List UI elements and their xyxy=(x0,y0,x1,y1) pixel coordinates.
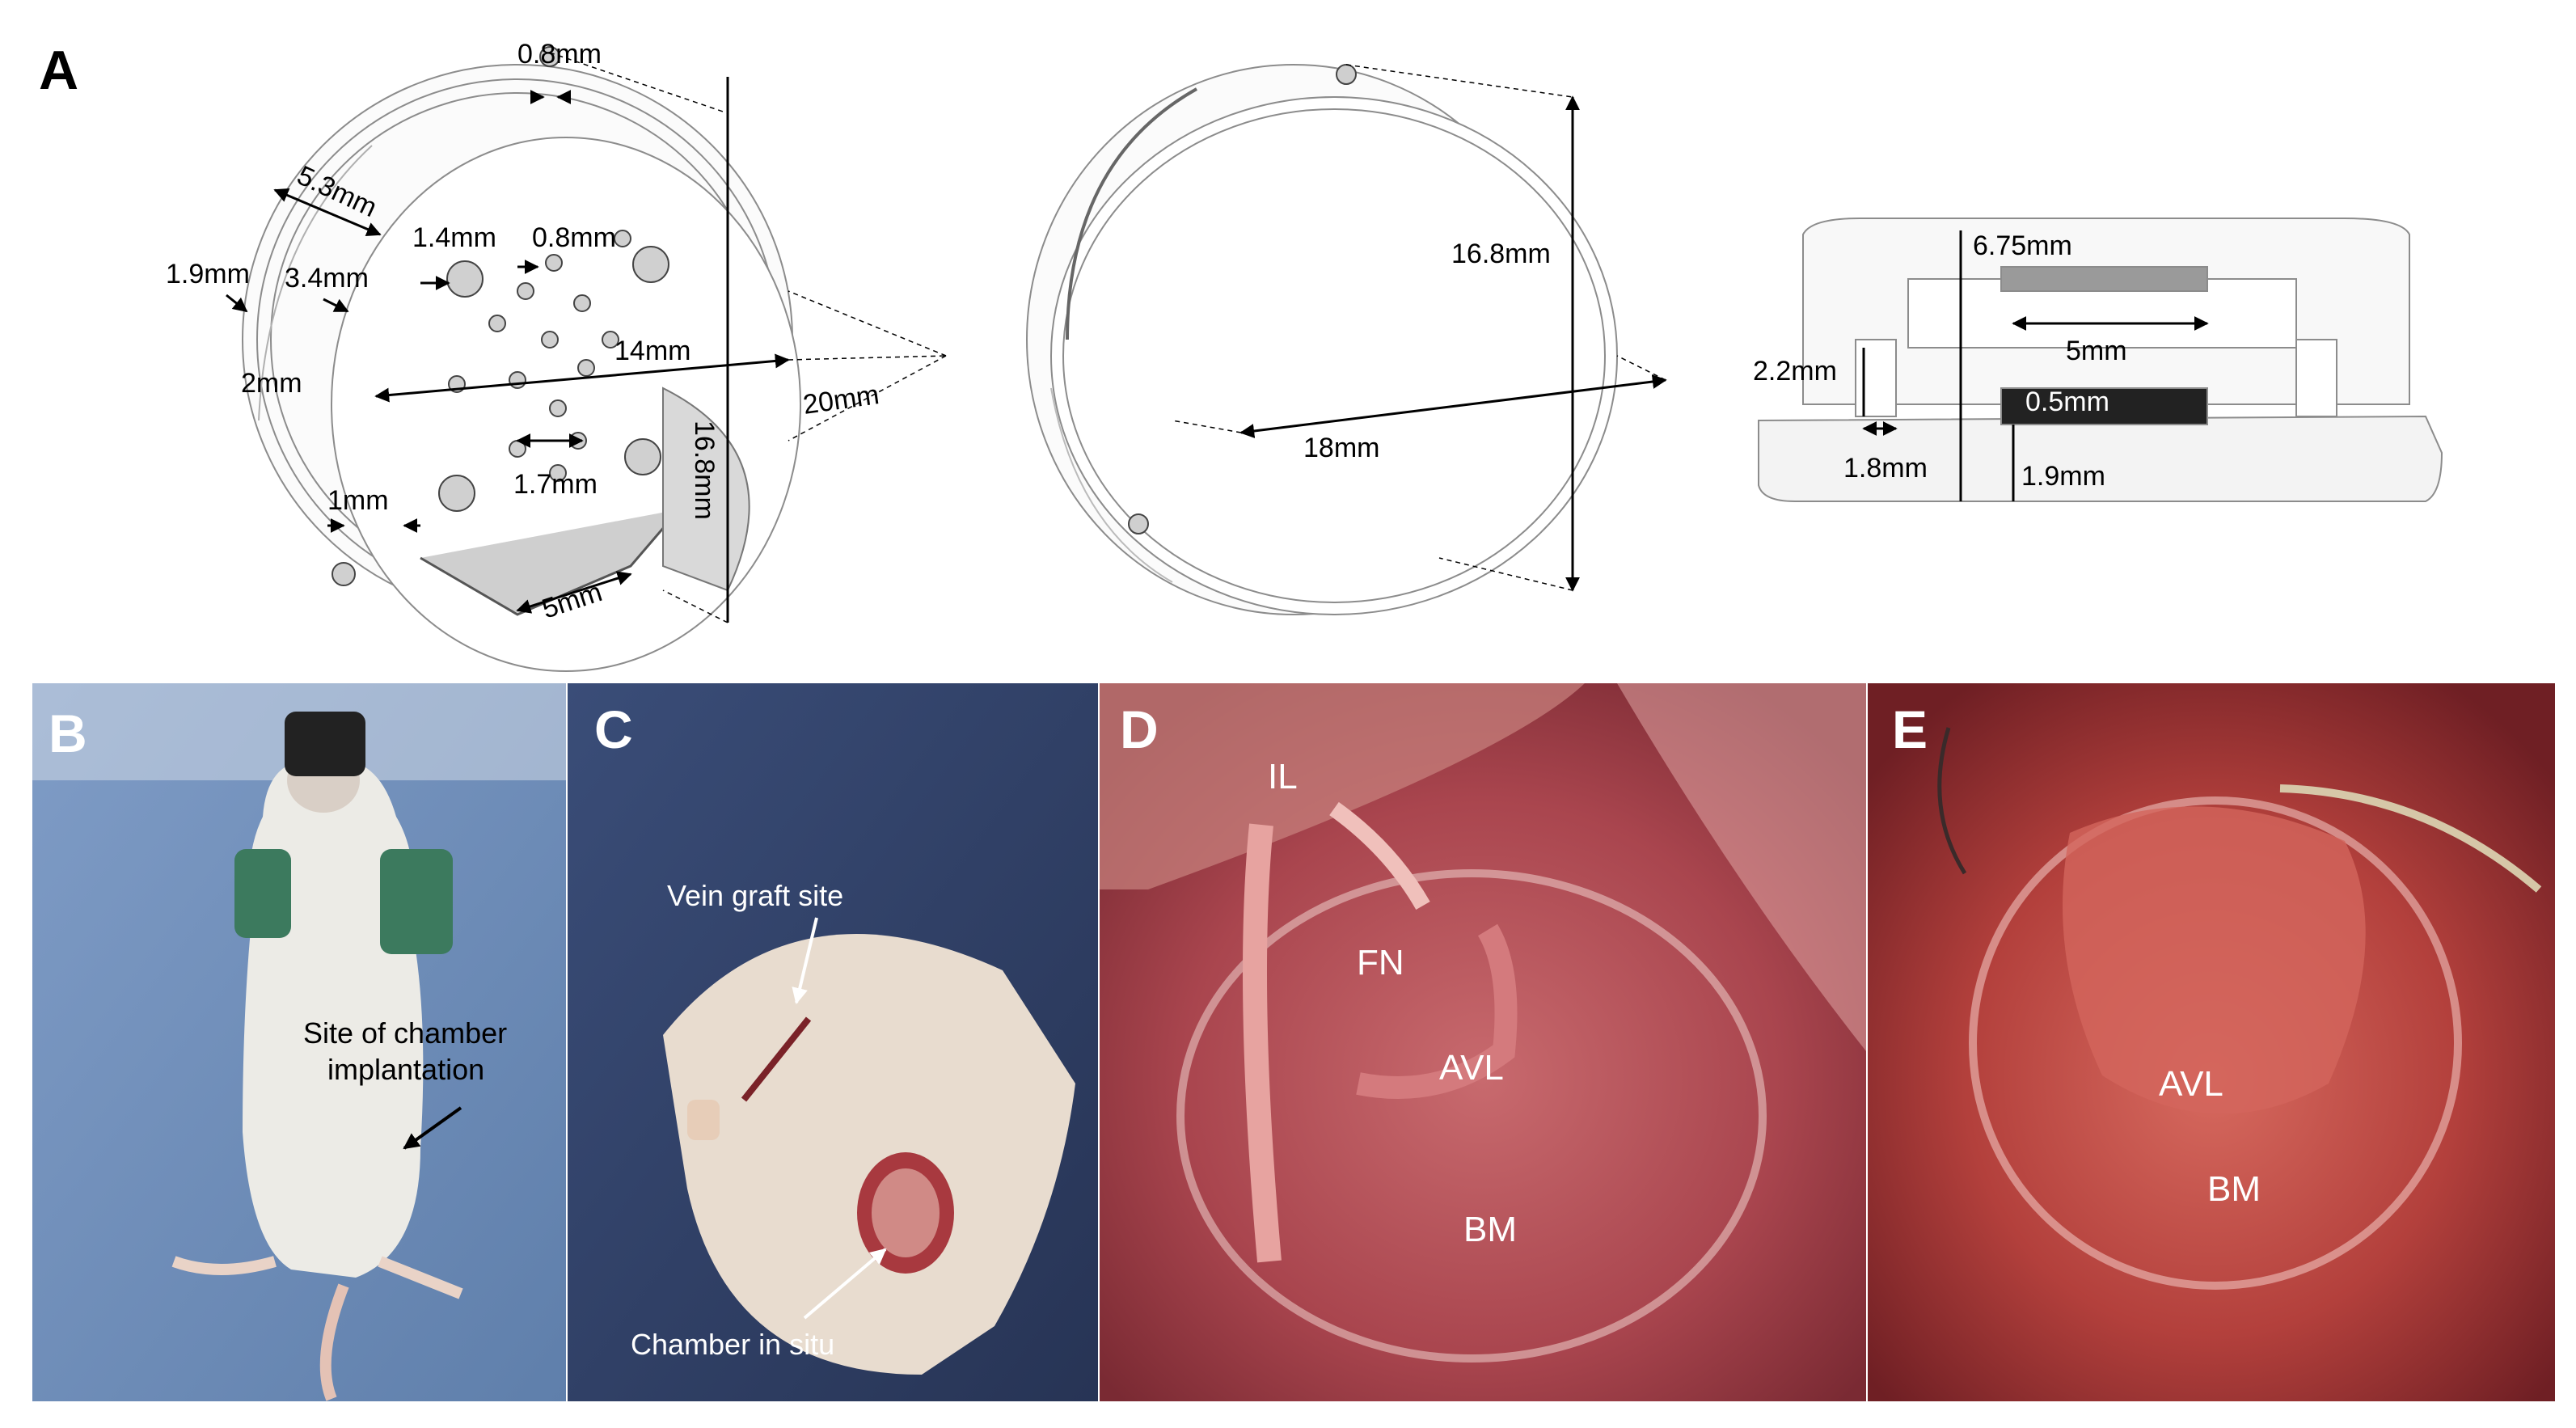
panel-b: B Site of chamber implantation xyxy=(32,683,566,1401)
panel-a-letter: A xyxy=(39,40,78,101)
panel-e: E AVL BM xyxy=(1868,683,2555,1401)
section-view-dims: 6.75mm 5mm 2.2mm 0.5mm 1.8mm 1.9mm xyxy=(1753,230,2127,492)
panel-d-label-avl: AVL xyxy=(1439,1048,1504,1088)
dim-label: 2mm xyxy=(241,368,302,399)
panel-c: C Vein graft site Chamber in situ xyxy=(568,683,1098,1401)
rat-body xyxy=(171,712,463,1401)
dim-label: 20mm xyxy=(801,379,881,420)
chamber-holes xyxy=(332,46,669,586)
panel-c-annotation-bottom: Chamber in situ xyxy=(631,1328,834,1361)
dim-label: 14mm xyxy=(614,336,690,366)
dim-label: 1mm xyxy=(327,485,389,516)
chamber-front-view xyxy=(226,46,947,672)
dim-label: 1.8mm xyxy=(1843,453,1928,484)
dim-label: 0.8mm xyxy=(532,222,616,253)
dim-label: 1.4mm xyxy=(412,222,496,253)
panel-b-letter: B xyxy=(49,703,87,763)
panel-d-label-bm: BM xyxy=(1463,1210,1517,1249)
dim-label: 0.5mm xyxy=(2025,387,2109,417)
dim-label: 16.8mm xyxy=(1451,239,1551,269)
dim-label: 1.7mm xyxy=(513,469,598,500)
panel-c-annotation-top: Vein graft site xyxy=(667,879,843,912)
panel-d: D IL FN AVL BM xyxy=(1100,683,1866,1401)
panel-b-annotation: Site of chamber implantation xyxy=(303,1016,515,1086)
dim-label: 1.9mm xyxy=(2021,461,2105,492)
panel-d-label-fn: FN xyxy=(1357,943,1404,982)
panel-d-letter: D xyxy=(1120,699,1159,759)
back-view-dims: 16.8mm 18mm xyxy=(1303,239,1551,463)
dim-label: 0.8mm xyxy=(517,39,602,70)
dim-label: 5mm xyxy=(2066,336,2127,366)
dim-label: 1.9mm xyxy=(166,259,250,289)
annotation-line-1: Site of chamber xyxy=(303,1016,507,1050)
panel-e-label-avl: AVL xyxy=(2159,1064,2223,1104)
panel-e-label-bm: BM xyxy=(2207,1169,2261,1209)
panel-d-label-il: IL xyxy=(1268,757,1298,796)
chamber-back-view xyxy=(1026,64,1667,615)
annotation-line-2: implantation xyxy=(327,1053,484,1086)
panel-e-letter: E xyxy=(1892,699,1928,759)
chamber-section-view xyxy=(1758,218,2443,502)
dim-label: 3.4mm xyxy=(285,263,369,294)
panel-a: A xyxy=(39,39,2443,672)
dim-label: 16.8mm xyxy=(689,420,720,520)
panel-c-letter: C xyxy=(594,699,633,759)
dim-label: 6.75mm xyxy=(1973,230,2072,261)
dim-label: 2.2mm xyxy=(1753,356,1837,387)
dim-label: 18mm xyxy=(1303,433,1379,463)
